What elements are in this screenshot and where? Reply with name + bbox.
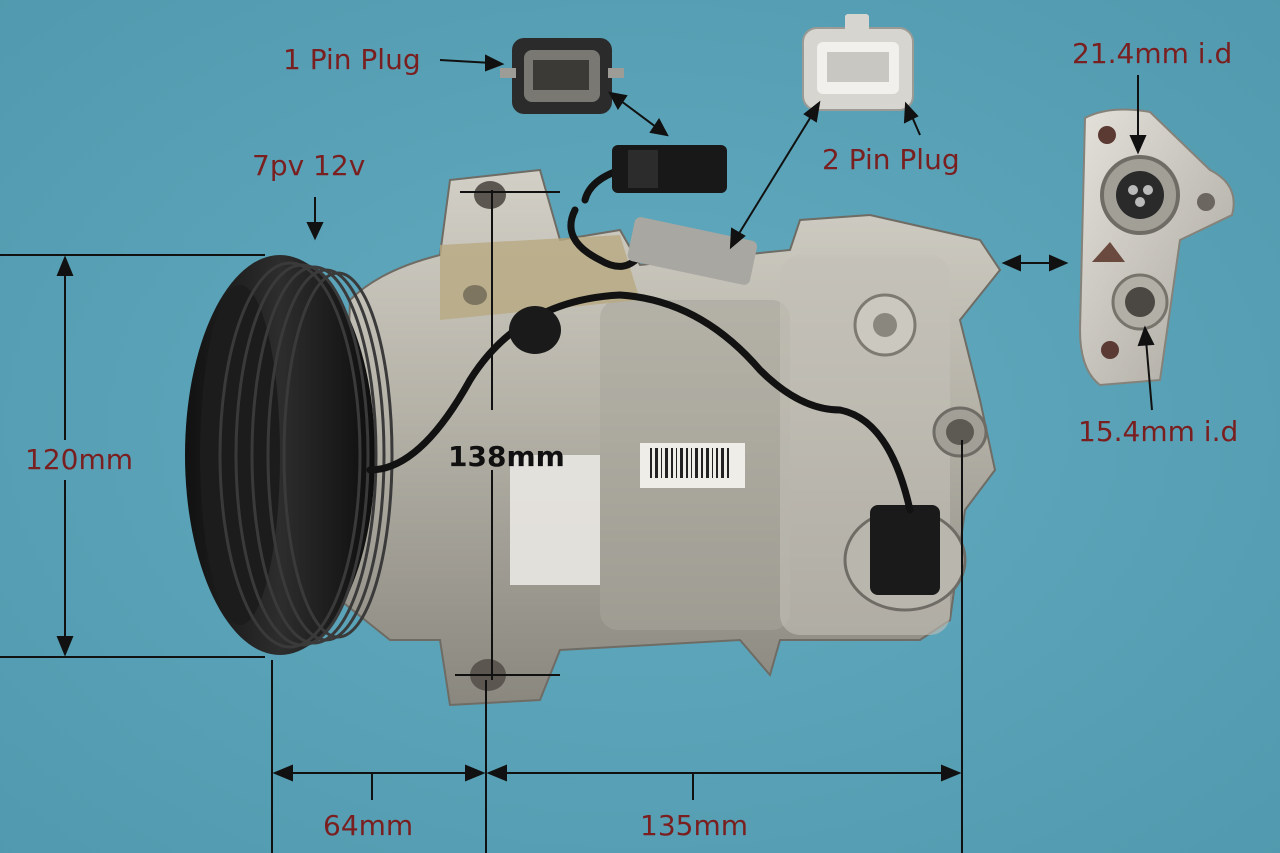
plug-2pin-inset [802,14,914,111]
connector-1pin-mounted [612,145,727,193]
label-pulley-spec: 7pv 12v [252,149,366,182]
label-1-pin-plug: 1 Pin Plug [283,43,421,76]
label-port-small: 15.4mm i.d [1078,415,1239,448]
label-2-pin-plug: 2 Pin Plug [822,143,960,176]
label-offset-rear: 135mm [640,809,748,842]
valve-plate-inset [1078,108,1235,387]
label-width: 138mm [448,440,565,473]
dimension-lines [0,54,1155,853]
connector-2pin-mounted [627,217,758,285]
label-port-large: 21.4mm i.d [1072,37,1233,70]
pulley [185,255,394,655]
label-offset-front: 64mm [323,809,414,842]
plug-1pin-inset [500,38,624,114]
label-height: 120mm [25,443,133,476]
compressor-body [338,168,1002,707]
